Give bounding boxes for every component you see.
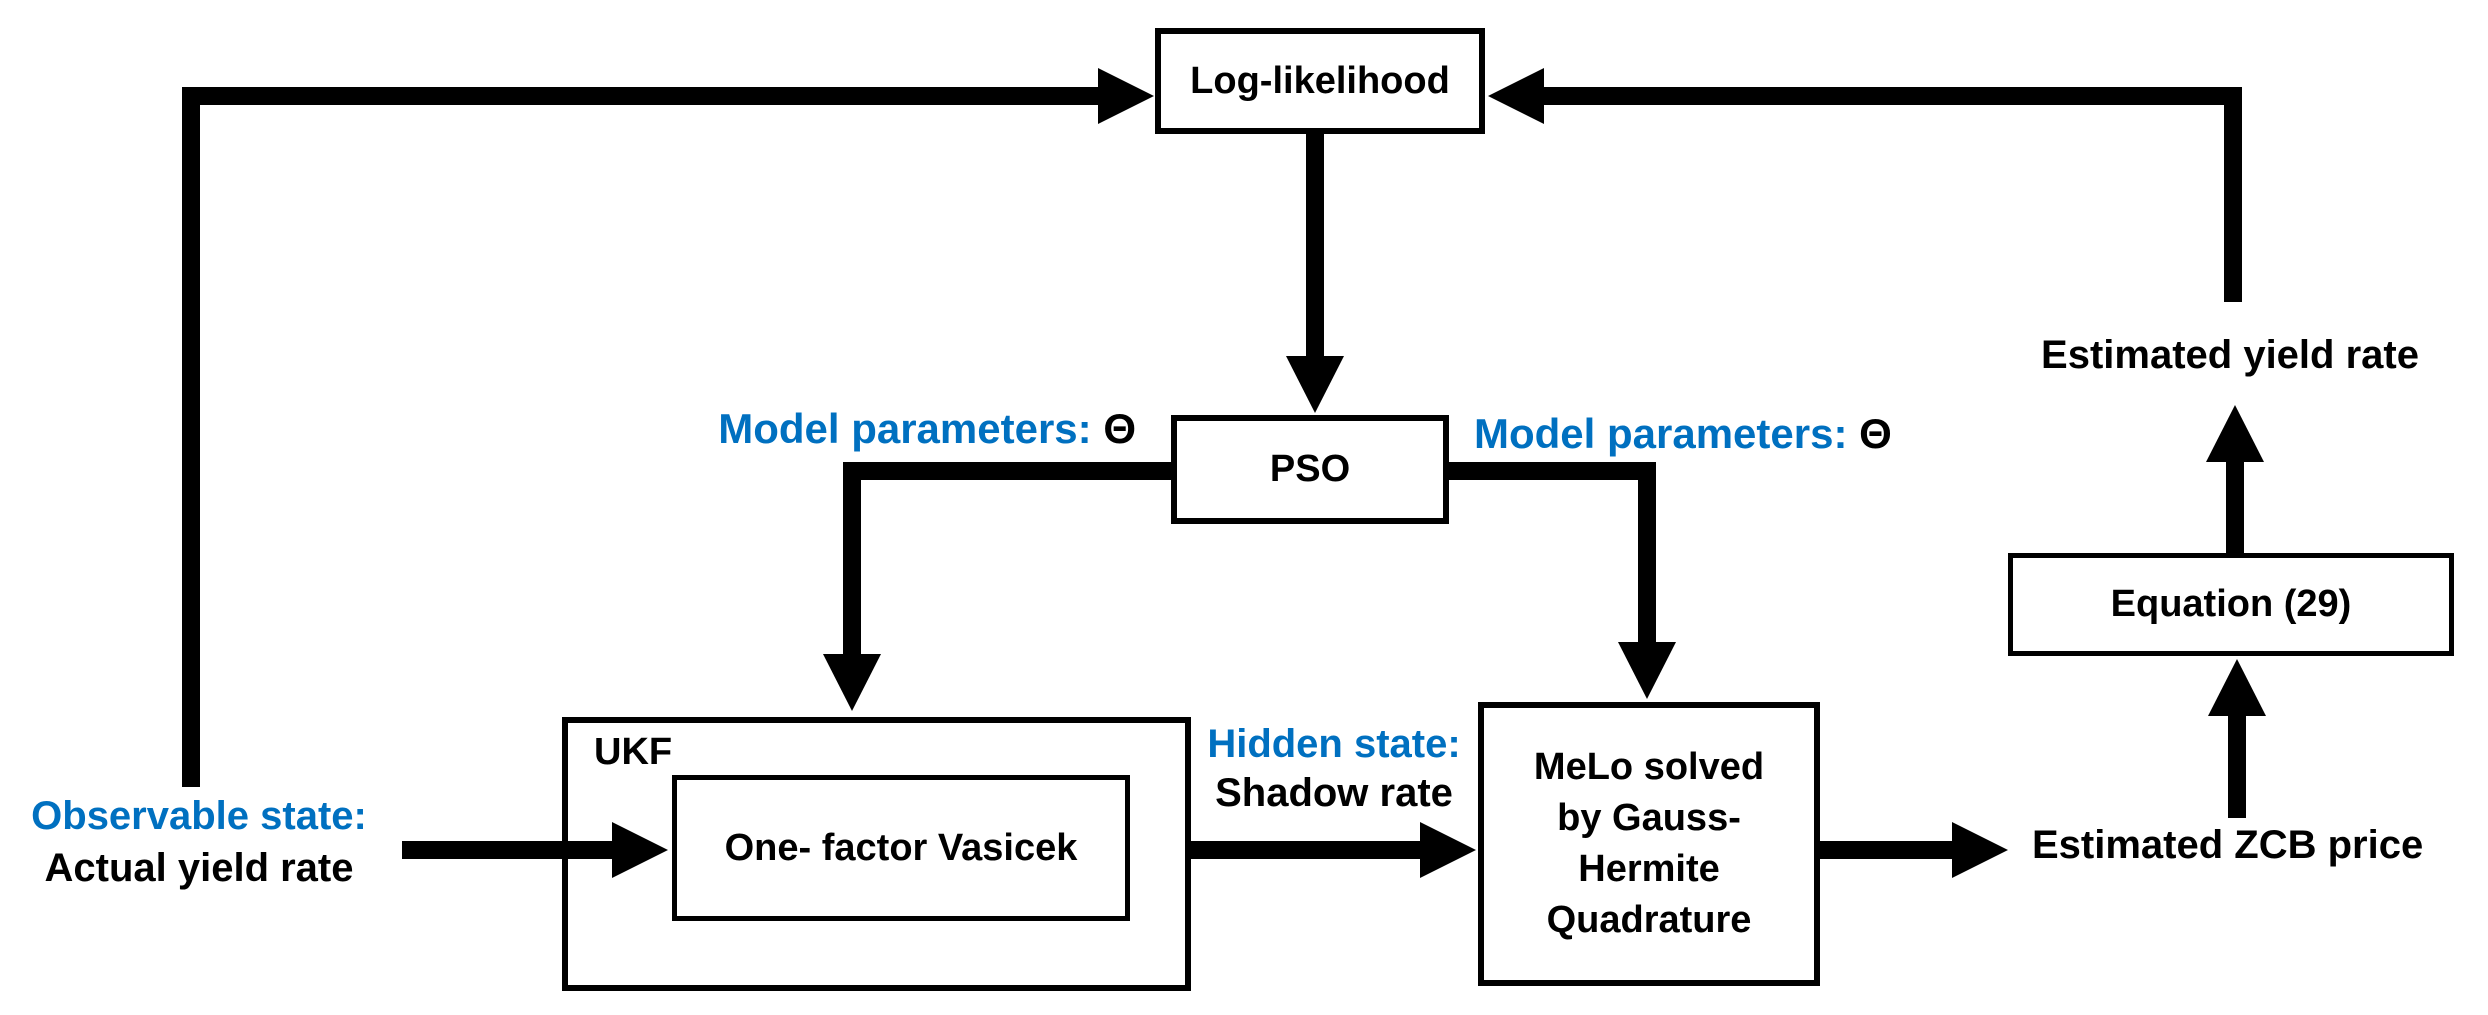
node-log-likelihood-label: Log-likelihood xyxy=(1190,59,1450,102)
melo-to-zcb-shaft xyxy=(1820,841,1954,859)
arrowhead-to-yield xyxy=(2206,405,2264,462)
arrowhead-into-loglik-right xyxy=(1488,68,1544,124)
feedback-right-horizontal-line xyxy=(1544,87,2242,105)
arrowhead-to-zcb xyxy=(1952,822,2008,878)
node-ukf-label: UKF xyxy=(594,731,673,773)
pso-left-branch-vertical xyxy=(843,462,861,656)
estimated-zcb-price-label: Estimated ZCB price xyxy=(2032,823,2424,867)
model-parameters-right-label: Model parameters: Θ xyxy=(1474,408,1892,459)
node-pso: PSO xyxy=(1171,415,1449,524)
zcb-to-equation-shaft xyxy=(2228,716,2246,818)
hidden-state-line2: Shadow rate xyxy=(1215,771,1453,815)
feedback-right-vertical-line xyxy=(2224,87,2242,302)
pso-right-branch-vertical xyxy=(1638,462,1656,644)
model-parameters-right-text: Model parameters: xyxy=(1474,410,1848,457)
ukf-to-melo-shaft xyxy=(1191,841,1422,859)
node-equation: Equation (29) xyxy=(2008,553,2454,656)
node-pso-label: PSO xyxy=(1269,448,1351,490)
node-melo-label: MeLo solved by Gauss- Hermite Quadrature xyxy=(1533,746,1765,941)
model-parameters-left-label: Model parameters: Θ xyxy=(690,403,1136,454)
node-vasicek-label: One- factor Vasicek xyxy=(724,826,1078,869)
observable-state-label: Observable state: Actual yield rate xyxy=(0,790,398,894)
arrowhead-into-melo xyxy=(1618,642,1676,699)
arrowhead-into-melo-left xyxy=(1420,822,1476,878)
node-equation-label: Equation (29) xyxy=(2110,583,2352,625)
feedback-left-horizontal-line xyxy=(182,87,1100,105)
observable-state-line1: Observable state: xyxy=(31,794,367,838)
node-vasicek: One- factor Vasicek xyxy=(672,775,1130,921)
pso-right-branch-horizontal xyxy=(1449,462,1656,480)
theta-symbol-left: Θ xyxy=(1103,405,1136,452)
node-melo: MeLo solved by Gauss- Hermite Quadrature xyxy=(1478,702,1820,986)
hidden-state-label: Hidden state: Shadow rate xyxy=(1191,720,1477,818)
yield-to-vasicek-shaft xyxy=(402,841,614,859)
arrowhead-into-pso xyxy=(1286,356,1344,413)
estimated-yield-rate-label: Estimated yield rate xyxy=(2041,333,2419,377)
arrowhead-into-loglik-left xyxy=(1098,68,1154,124)
equation-to-yield-shaft xyxy=(2226,460,2244,553)
feedback-left-vertical-line xyxy=(182,87,200,787)
hidden-state-line1: Hidden state: xyxy=(1207,722,1461,766)
observable-state-line2: Actual yield rate xyxy=(44,846,354,890)
loglik-to-pso-shaft xyxy=(1306,134,1324,358)
arrowhead-into-vasicek xyxy=(612,822,668,878)
arrowhead-into-ukf xyxy=(823,654,881,711)
node-log-likelihood: Log-likelihood xyxy=(1155,28,1485,134)
pso-left-branch-horizontal xyxy=(852,462,1171,480)
theta-symbol-right: Θ xyxy=(1859,410,1892,457)
arrowhead-into-equation xyxy=(2208,659,2266,716)
model-parameters-left-text: Model parameters: xyxy=(718,405,1092,452)
